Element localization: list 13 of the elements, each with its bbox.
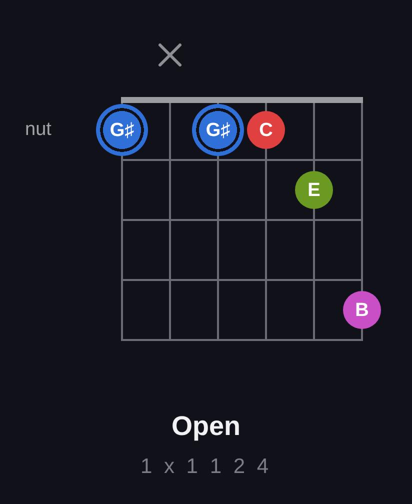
note-dot — [295, 171, 333, 209]
note-label: E — [308, 180, 320, 200]
note-label: G♯ — [206, 120, 230, 140]
fingering-label: 1 x 1 1 2 4 — [140, 455, 272, 480]
note-label: B — [355, 300, 369, 320]
root-note-dot — [192, 104, 244, 156]
root-note-dot — [96, 104, 148, 156]
note-dot — [343, 291, 381, 329]
note-label: C — [259, 120, 273, 140]
note-label: G♯ — [110, 120, 134, 140]
chord-name: Open — [170, 411, 242, 442]
note-dot — [247, 111, 285, 149]
nut-label: nut — [25, 119, 52, 141]
